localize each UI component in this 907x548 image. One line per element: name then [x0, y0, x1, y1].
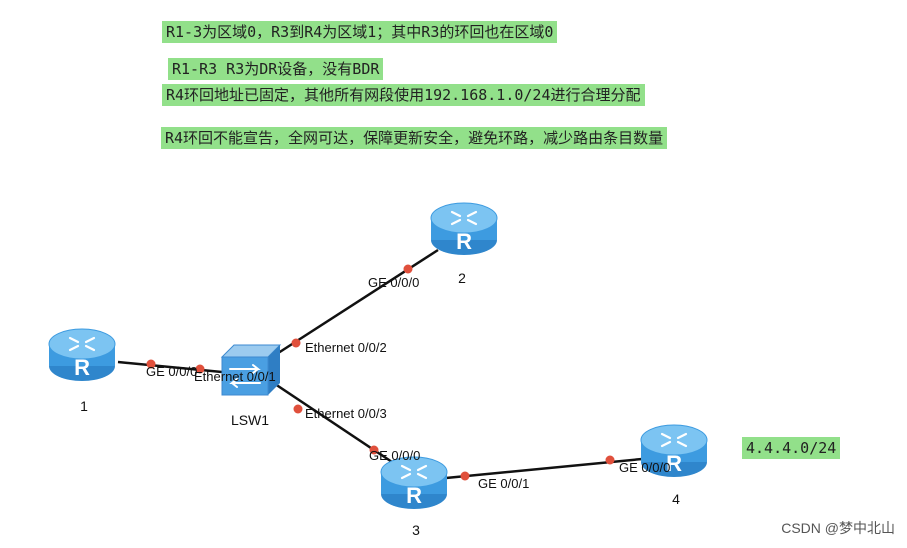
port-dot-r3-ge0[interactable] [369, 445, 379, 455]
note-dr-role: R1-R3 R3为DR设备，没有BDR [168, 58, 384, 80]
link-r1-lsw1 [117, 360, 223, 374]
port-dot-lsw-e2[interactable] [291, 338, 301, 348]
device-label-r3: 3 [412, 522, 420, 538]
port-label-lsw-e3: Ethernet 0/0/3 [305, 406, 387, 421]
port-dot-r2-ge[interactable] [403, 264, 413, 274]
loopback-label: 4.4.4.0/24 [742, 437, 841, 459]
port-label-lsw-e1: Ethernet 0/0/1 [194, 369, 276, 384]
router-r3-glyph: R [406, 483, 422, 508]
port-dot-r1-ge[interactable] [146, 359, 156, 369]
port-label-r2-ge: GE 0/0/0 [368, 275, 419, 290]
port-dot-r4-ge[interactable] [605, 455, 615, 465]
port-label-r3-ge1: GE 0/0/1 [478, 476, 529, 491]
device-label-r4: 4 [672, 491, 680, 507]
port-label-r3-ge0: GE 0/0/0 [369, 448, 420, 463]
router-r1-glyph: R [74, 355, 90, 380]
device-label-r1: 1 [80, 398, 88, 414]
router-r1[interactable]: R [47, 327, 117, 383]
note-addressing: R4环回地址已固定，其他所有网段使用192.168.1.0/24进行合理分配 [162, 84, 645, 106]
note-area-plan: R1-3为区域0，R3到R4为区域1；其中R3的环回也在区域0 [162, 21, 558, 43]
device-label-r2: 2 [458, 270, 466, 286]
router-r2-glyph: R [456, 229, 472, 254]
device-label-lsw1: LSW1 [231, 412, 269, 428]
port-dot-lsw-e1[interactable] [195, 364, 205, 374]
router-r4[interactable]: R [639, 423, 709, 479]
router-r3[interactable]: R [379, 455, 449, 511]
router-r4-glyph: R [666, 451, 682, 476]
port-dot-lsw-e3[interactable] [293, 404, 303, 414]
switch-lsw1[interactable] [220, 344, 282, 396]
router-r2[interactable]: R [429, 201, 499, 257]
port-label-r1-ge: GE 0/0/0 [146, 364, 197, 379]
watermark: CSDN @梦中北山 [781, 520, 895, 536]
port-label-lsw-e2: Ethernet 0/0/2 [305, 340, 387, 355]
port-label-r4-ge: GE 0/0/0 [619, 460, 670, 475]
port-dots [146, 264, 615, 481]
note-requirements: R4环回不能宣告，全网可达，保障更新安全，避免环路，减少路由条目数量 [161, 127, 668, 149]
port-dot-r3-ge1[interactable] [460, 471, 470, 481]
